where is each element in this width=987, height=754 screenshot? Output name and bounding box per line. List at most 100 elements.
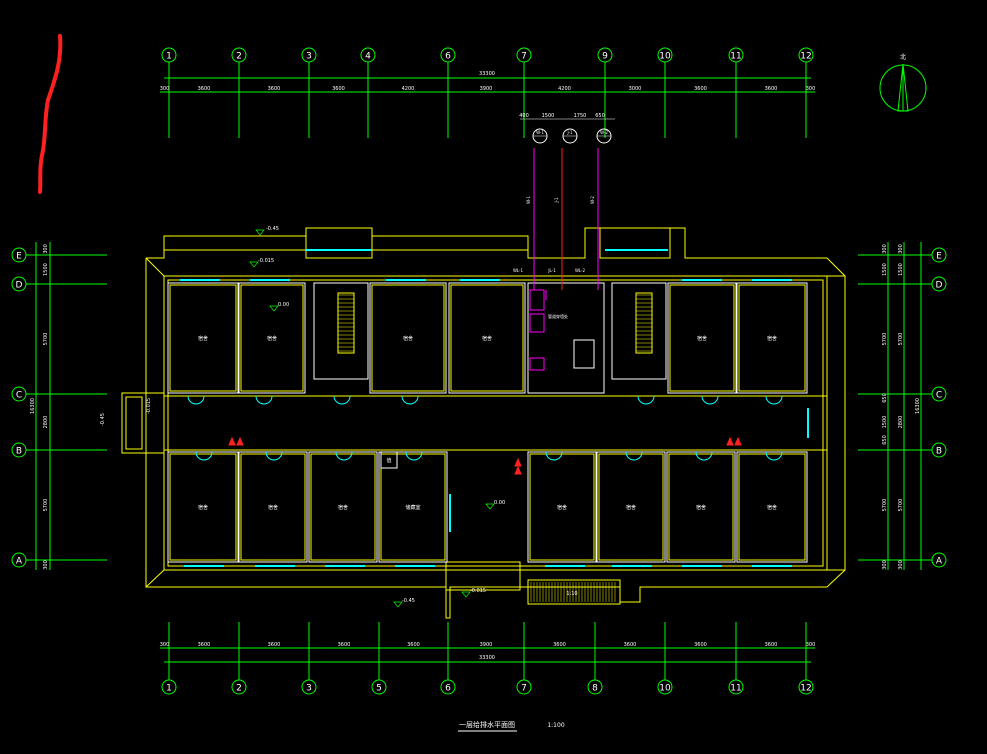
door-swing-upper — [187, 395, 205, 405]
door-swing-lower — [405, 451, 423, 461]
axis-label-right: A — [936, 557, 943, 567]
axis-label-bottom: 11 — [730, 684, 741, 694]
dim-top: 300 — [160, 86, 170, 92]
door-swing-lower — [625, 451, 643, 461]
dim-right-inner: 1500 — [882, 263, 888, 276]
room-upper-inner — [371, 284, 445, 392]
dim-bottom: 3600 — [338, 642, 351, 648]
room-lower-inner — [668, 453, 734, 561]
fire-marker — [514, 465, 522, 475]
fire-marker — [734, 436, 742, 446]
door-swing-lower — [695, 451, 713, 461]
west-entry — [121, 392, 165, 454]
room-lower-inner — [169, 453, 237, 561]
axis-label-left: C — [16, 391, 22, 401]
room-label: 宿舍 — [557, 504, 567, 511]
toilet-room — [527, 282, 605, 394]
fire-marker — [228, 436, 236, 446]
room-upper — [448, 282, 526, 394]
level-room: 0.00 — [278, 302, 289, 308]
level-top-left: -0.45 — [266, 226, 279, 232]
level-symbol — [249, 261, 259, 268]
room-lower — [666, 451, 736, 563]
door-swing-upper — [401, 395, 419, 405]
axis-label-bottom: 12 — [800, 684, 811, 694]
dim-left: 5700 — [43, 333, 49, 346]
pipe-vertical-label: W-1 — [526, 196, 531, 204]
dim-bottom: 300 — [806, 642, 816, 648]
room-lower-inner — [380, 453, 446, 561]
top-entry-left — [305, 227, 373, 259]
dim-bottom: 3900 — [480, 642, 493, 648]
pipe-dim: 650 — [595, 113, 605, 119]
level-symbol — [485, 503, 495, 510]
room-label: 宿舍 — [482, 335, 492, 342]
axis-label-right: C — [936, 391, 942, 401]
axis-label-left: E — [16, 252, 22, 262]
axis-label-top: 10 — [659, 52, 671, 62]
level-symbol — [393, 601, 403, 608]
room-lower — [378, 451, 448, 563]
dim-top: 3900 — [480, 86, 493, 92]
room-lower — [308, 451, 378, 563]
stair-slope: 1:10 — [566, 591, 577, 597]
door-swing-upper — [255, 395, 273, 405]
dim-right-outer: 2800 — [898, 416, 904, 429]
dim-right-inner: 300 — [882, 244, 888, 254]
axis-label-bottom: 2 — [236, 684, 242, 694]
level-corridor: 0.00 — [494, 500, 505, 506]
level-symbol — [255, 229, 265, 236]
pipe-tag-label: W-2 — [600, 130, 608, 135]
pipe-floor-tag: WL-2 — [575, 268, 586, 273]
dim-top: 3600 — [332, 86, 345, 92]
dim-right-outer: 1500 — [898, 263, 904, 276]
room-label: 宿舍 — [697, 335, 707, 342]
shower-room — [573, 339, 595, 369]
axis-label-bottom: 6 — [445, 684, 451, 694]
dim-left: 1500 — [43, 263, 49, 276]
axis-label-top: 7 — [521, 52, 527, 62]
axis-label-top: 4 — [365, 52, 371, 62]
axis-label-bottom: 8 — [592, 684, 598, 694]
axis-label-top: 3 — [306, 52, 312, 62]
stairwell — [313, 282, 369, 380]
small-room — [380, 451, 398, 469]
room-upper-inner — [450, 284, 524, 392]
axis-label-bottom: 3 — [306, 684, 312, 694]
drawing-title: 一层给排水平面图 — [459, 720, 515, 729]
room-lower-inner — [310, 453, 376, 561]
room-upper — [667, 282, 737, 394]
pipe-vertical-label: W-2 — [590, 196, 595, 204]
fixture-sink — [529, 357, 545, 371]
dim-right-outer: 300 — [898, 244, 904, 254]
dim-top: 3600 — [268, 86, 281, 92]
west-entry-step — [125, 396, 143, 450]
room-upper — [238, 282, 306, 394]
fixture-wc — [529, 313, 545, 333]
dim-top: 4200 — [402, 86, 415, 92]
dim-bottom: 3600 — [694, 642, 707, 648]
dim-bottom: 3600 — [407, 642, 420, 648]
room-label: 宿舍 — [696, 504, 706, 511]
room-label: 储藏室 — [405, 504, 420, 511]
axis-label-left: A — [16, 557, 23, 567]
dim-bottom: 3600 — [553, 642, 566, 648]
dim-right-inner: 5700 — [882, 499, 888, 512]
room-upper-inner — [669, 284, 735, 392]
room-label: 宿舍 — [198, 504, 208, 511]
room-upper-inner — [240, 284, 304, 392]
dim-right-total: 16300 — [915, 398, 921, 414]
building-outline — [121, 227, 846, 619]
dim-total-top: 33300 — [479, 71, 495, 77]
level-bottom-out: -0.45 — [402, 598, 415, 604]
room-lower-inner — [240, 453, 306, 561]
dim-left: 5700 — [43, 499, 49, 512]
level-bottom-step: -0.015 — [470, 588, 486, 594]
drawing-title-block: 一层给排水平面图 1:100 — [458, 720, 565, 732]
stairwell — [611, 282, 667, 380]
dim-right-outer: 300 — [898, 560, 904, 570]
north-label: 北 — [900, 53, 906, 61]
room-upper — [167, 282, 239, 394]
